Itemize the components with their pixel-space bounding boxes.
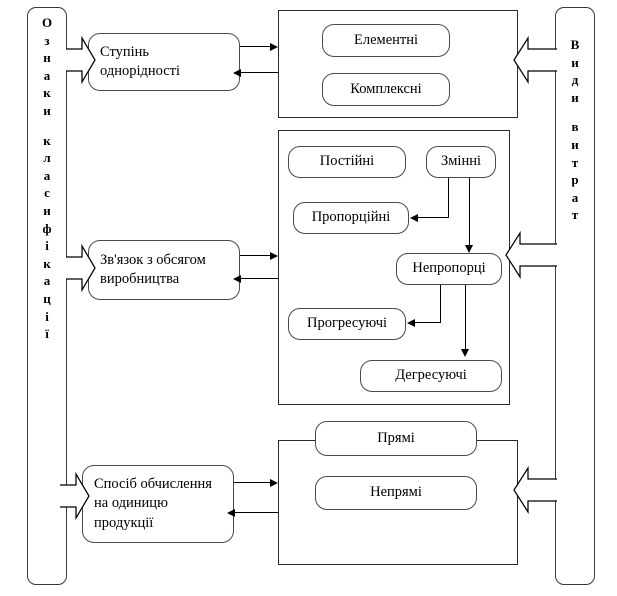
- right-title-char: В: [570, 37, 580, 52]
- block-arrow-right-to-volume: [505, 230, 557, 280]
- arrowhead-down: [464, 245, 473, 253]
- connector-homogeneity-out: [240, 46, 270, 48]
- arrowhead-left: [407, 318, 415, 327]
- right-title-char: и: [571, 89, 579, 105]
- left-title-char: к: [43, 132, 51, 148]
- tree-line-zminni-down-a: [448, 178, 450, 218]
- criterion-box-unit-calc[interactable]: Спосіб обчислення на одиницю продукції: [82, 465, 234, 543]
- criterion-label-line2: виробництва: [100, 271, 180, 287]
- left-title-char: ф: [42, 220, 52, 236]
- arrowhead-right: [270, 251, 278, 260]
- right-title-char: и: [571, 136, 579, 152]
- left-title-char: с: [44, 185, 50, 201]
- left-title-char: н: [43, 50, 51, 66]
- left-title-char: а: [43, 273, 51, 289]
- connector-homogeneity-in: [241, 72, 278, 74]
- criterion-label-line1: Спосіб обчислення: [94, 476, 212, 493]
- left-title-char: и: [43, 102, 51, 118]
- block-arrow-right-to-homogeneity: [513, 35, 557, 85]
- left-title-char: а: [43, 67, 51, 83]
- criterion-box-homogeneity[interactable]: Ступінь однорідності: [88, 33, 240, 91]
- left-title-char: ї: [45, 326, 49, 342]
- arrowhead-left: [233, 68, 241, 77]
- node-postiyni[interactable]: Постійні: [288, 146, 406, 178]
- arrowhead-down: [460, 349, 469, 357]
- connector-unitcalc-in: [235, 512, 278, 514]
- connector-unitcalc-out: [234, 482, 270, 484]
- node-pryami[interactable]: Прямі: [315, 421, 477, 456]
- right-title-char: в: [571, 119, 579, 135]
- node-zminni[interactable]: Змінні: [426, 146, 496, 178]
- criterion-label-line3: продукції: [94, 514, 154, 531]
- criterion-box-volume-link[interactable]: Зв'язок з обсягом виробництва: [88, 240, 240, 300]
- left-title-char: ц: [43, 290, 51, 306]
- right-title-char: т: [571, 207, 579, 223]
- left-title-char: і: [45, 308, 49, 324]
- criterion-label-line1: Ступінь: [100, 43, 150, 60]
- arrowhead-left: [227, 508, 235, 517]
- arrowhead-right: [270, 478, 278, 487]
- right-title-char: а: [571, 189, 579, 205]
- node-neproporci[interactable]: Непропорці: [396, 253, 502, 285]
- left-title-char: О: [41, 15, 53, 30]
- connector-volume-out: [240, 255, 270, 257]
- criterion-label-line2: на одиницю: [94, 495, 168, 512]
- left-title-char: к: [43, 85, 51, 101]
- left-title-char: а: [43, 167, 51, 183]
- node-kompleksni[interactable]: Комплексні: [322, 73, 450, 106]
- node-elementni[interactable]: Елементні: [322, 24, 450, 57]
- node-degresuyuchi[interactable]: Дегресуючі: [360, 360, 502, 392]
- left-title-char: к: [43, 255, 51, 271]
- tree-line-neprop-down-a: [440, 285, 442, 323]
- node-proporciyni[interactable]: Пропорційні: [293, 202, 409, 234]
- tree-line-neprop-down-b: [465, 285, 467, 349]
- connector-volume-in: [241, 278, 278, 280]
- right-title-char: т: [571, 154, 579, 170]
- left-title-char: з: [44, 32, 50, 48]
- criterion-label-line2: однорідності: [100, 63, 181, 79]
- tree-line-to-proporciyni: [418, 217, 449, 219]
- criterion-label-line1: Зв'язок з обсягом: [100, 251, 206, 268]
- tree-line-to-progresuyuchi: [415, 322, 441, 324]
- arrowhead-left: [410, 213, 418, 222]
- block-arrow-right-to-unitcalc: [513, 465, 557, 515]
- right-title-char: д: [571, 72, 579, 88]
- left-title-char: и: [43, 202, 51, 218]
- arrowhead-left: [233, 274, 241, 283]
- node-nepryami[interactable]: Непрямі: [315, 476, 477, 510]
- right-title-char: и: [571, 54, 579, 70]
- arrowhead-right: [270, 42, 278, 51]
- tree-line-zminni-down-b: [469, 178, 471, 245]
- right-title-char: р: [571, 172, 579, 188]
- left-title-char: л: [43, 150, 51, 166]
- node-progresuyuchi[interactable]: Прогресуючі: [288, 308, 406, 340]
- left-title-char: і: [45, 238, 49, 254]
